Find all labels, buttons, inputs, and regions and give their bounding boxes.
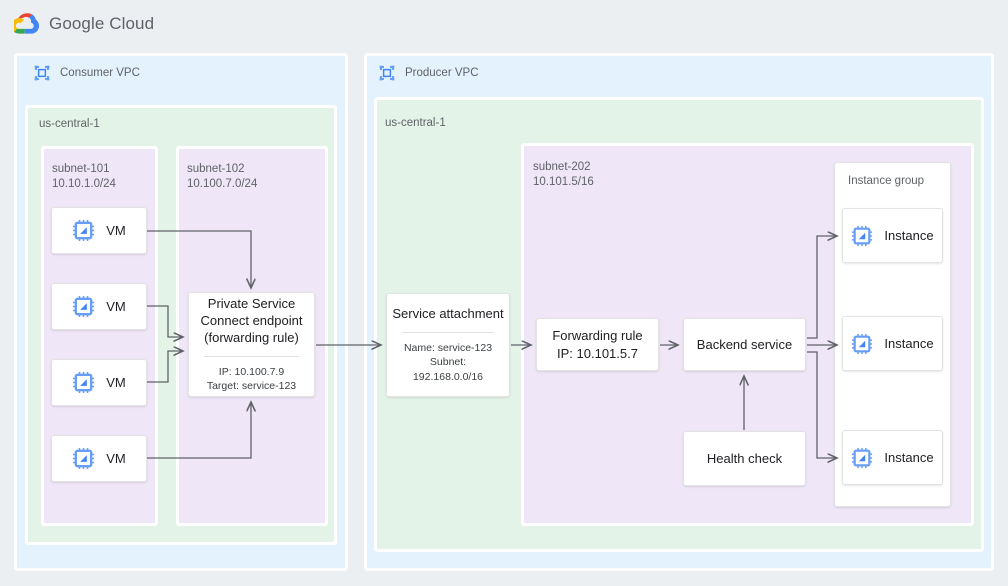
vm-chip-icon	[73, 295, 95, 318]
vm-box-1[interactable]: VM	[51, 207, 147, 254]
vm-label-3: VM	[106, 374, 126, 390]
instance-box-2[interactable]: Instance	[842, 316, 943, 371]
vm-chip-icon	[73, 447, 95, 470]
subnet-102-label: subnet-102 10.100.7.0/24	[187, 163, 258, 191]
service-attachment-box[interactable]: Service attachment Name: service-123 Sub…	[386, 293, 510, 397]
vm-chip-icon	[852, 225, 873, 246]
psc-endpoint-divider	[204, 355, 299, 357]
brand-cloud: Cloud	[109, 14, 155, 33]
vm-box-4[interactable]: VM	[51, 435, 147, 482]
service-attachment-divider	[401, 331, 495, 333]
instance-label-3: Instance	[884, 449, 934, 465]
vpc-network-icon	[34, 65, 50, 81]
service-attachment-title: Service attachment	[392, 306, 504, 322]
instance-label-2: Instance	[884, 335, 934, 351]
psc-endpoint-box[interactable]: Private Service Connect endpoint (forwar…	[188, 292, 315, 397]
producer-vpc-label: Producer VPC	[405, 67, 479, 79]
vm-chip-icon	[73, 219, 95, 242]
vm-chip-icon	[852, 333, 873, 354]
subnet-202-label: subnet-202 10.101.5/16	[533, 161, 594, 189]
health-check-title: Health check	[706, 450, 783, 466]
psc-endpoint-title: Private Service Connect endpoint (forwar…	[200, 295, 303, 346]
vm-box-2[interactable]: VM	[51, 283, 147, 330]
vpc-network-icon	[379, 65, 395, 81]
backend-service-title: Backend service	[696, 336, 793, 352]
consumer-vpc-label: Consumer VPC	[60, 67, 140, 79]
forwarding-rule-title: Forwarding rule IP: 10.101.5.7	[552, 328, 643, 361]
vm-chip-icon	[852, 447, 873, 468]
backend-service-box[interactable]: Backend service	[683, 318, 806, 371]
vm-box-3[interactable]: VM	[51, 359, 147, 406]
producer-region-label: us-central-1	[385, 117, 446, 129]
google-cloud-brand: Google Cloud	[14, 11, 154, 37]
health-check-box[interactable]: Health check	[683, 431, 806, 486]
producer-vpc-header: Producer VPC	[378, 64, 479, 82]
consumer-region-label: us-central-1	[39, 118, 100, 130]
vm-chip-icon	[73, 371, 95, 394]
instance-box-1[interactable]: Instance	[842, 208, 943, 263]
psc-endpoint-details: IP: 10.100.7.9 Target: service-123	[206, 365, 297, 393]
instance-box-3[interactable]: Instance	[842, 430, 943, 485]
vm-label-1: VM	[106, 222, 126, 238]
service-attachment-details: Name: service-123 Subnet: 192.168.0.0/16	[403, 341, 493, 383]
forwarding-rule-box[interactable]: Forwarding rule IP: 10.101.5.7	[536, 318, 659, 371]
google-cloud-logo-icon	[14, 13, 40, 34]
instance-label-1: Instance	[884, 227, 934, 243]
vm-label-2: VM	[106, 298, 126, 314]
subnet-101-label: subnet-101 10.10.1.0/24	[52, 163, 116, 191]
vm-label-4: VM	[106, 450, 126, 466]
brand-google: Google	[49, 14, 105, 33]
brand-text: Google Cloud	[49, 14, 154, 34]
instance-group-label: Instance group	[848, 175, 925, 187]
consumer-vpc-header: Consumer VPC	[33, 64, 140, 82]
